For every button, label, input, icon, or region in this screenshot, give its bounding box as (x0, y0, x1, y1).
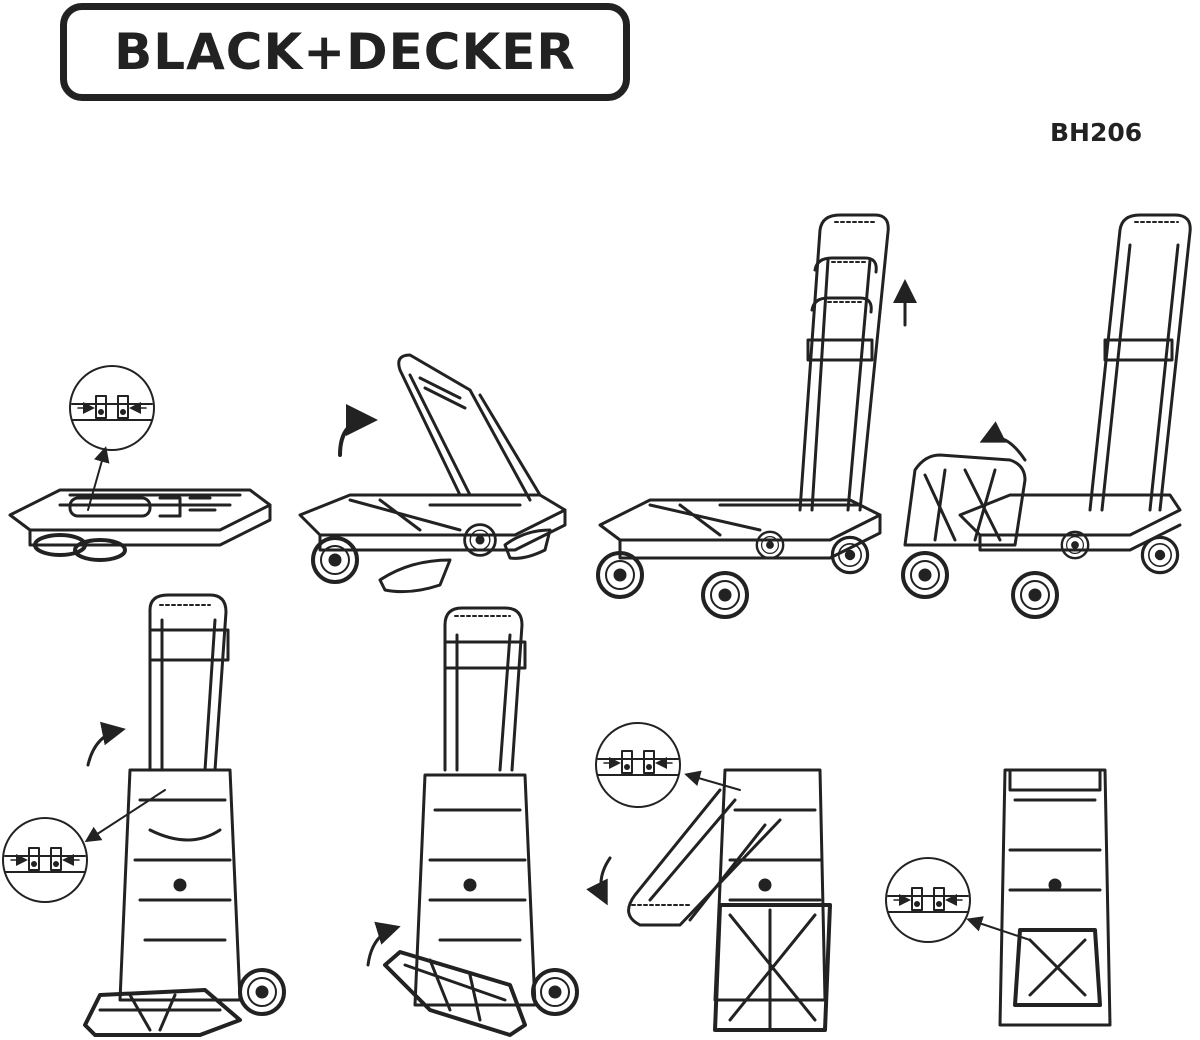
step-7-handle-folded-lock (586, 722, 832, 1032)
lock-detail-circle-5 (2, 817, 88, 903)
step-6-platform-folded (366, 606, 579, 1037)
model-number: BH206 (1050, 118, 1143, 147)
lock-detail-circle-1 (69, 365, 155, 451)
step-1-folded-cart (8, 365, 272, 562)
step-5-upright-lock (2, 593, 286, 1037)
step-4-platform-flipped (901, 213, 1192, 619)
lock-detail-icon-5 (5, 848, 85, 872)
lock-detail-circle-8 (885, 857, 971, 943)
lock-detail-icon-8 (888, 888, 968, 912)
lock-detail-circle-7 (595, 722, 681, 808)
brand-logo-text: BLACK+DECKER (114, 23, 576, 81)
step-8-fully-folded-lock (885, 768, 1112, 1027)
step-3-handle-extended (596, 213, 917, 619)
step-2-handle-raised (298, 353, 567, 594)
lock-detail-icon-1 (72, 396, 152, 420)
brand-logo: BLACK+DECKER (60, 3, 630, 101)
lock-detail-icon-7 (598, 751, 678, 775)
